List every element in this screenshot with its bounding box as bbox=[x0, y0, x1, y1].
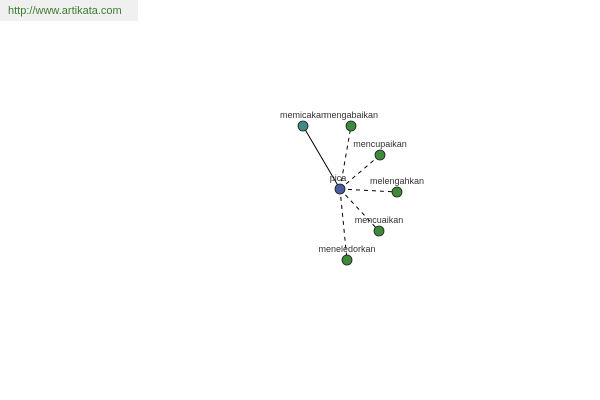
edge-mencuaikan bbox=[339, 188, 380, 232]
center-node-label[interactable]: pica bbox=[330, 173, 347, 183]
node-mengabaikan-label[interactable]: mengabaikan bbox=[324, 110, 378, 120]
node-mencupaikan-label[interactable]: mencupaikan bbox=[353, 139, 407, 149]
center-node-circle[interactable] bbox=[334, 183, 346, 195]
edge-memicakan bbox=[302, 125, 341, 190]
node-meneledorkan-label[interactable]: meneledorkan bbox=[318, 244, 375, 254]
node-meneledorkan-circle[interactable] bbox=[341, 254, 353, 266]
node-melengahkan-circle[interactable] bbox=[391, 186, 403, 198]
node-melengahkan-label[interactable]: melengahkan bbox=[370, 176, 424, 186]
edge-mengabaikan bbox=[339, 125, 352, 190]
node-mengabaikan-circle[interactable] bbox=[345, 120, 357, 132]
node-mencuaikan-label[interactable]: mencuaikan bbox=[355, 215, 404, 225]
node-memicakan-circle[interactable] bbox=[297, 120, 309, 132]
edge-meneledorkan bbox=[339, 188, 348, 261]
site-url-link[interactable]: http://www.artikata.com bbox=[8, 5, 122, 17]
node-mencupaikan-circle[interactable] bbox=[374, 149, 386, 161]
edge-mencupaikan bbox=[339, 154, 381, 190]
node-mencuaikan-circle[interactable] bbox=[373, 225, 385, 237]
node-memicakan-label[interactable]: memicakan bbox=[280, 110, 326, 120]
edge-melengahkan bbox=[339, 188, 398, 193]
url-banner: http://www.artikata.com bbox=[0, 0, 138, 21]
